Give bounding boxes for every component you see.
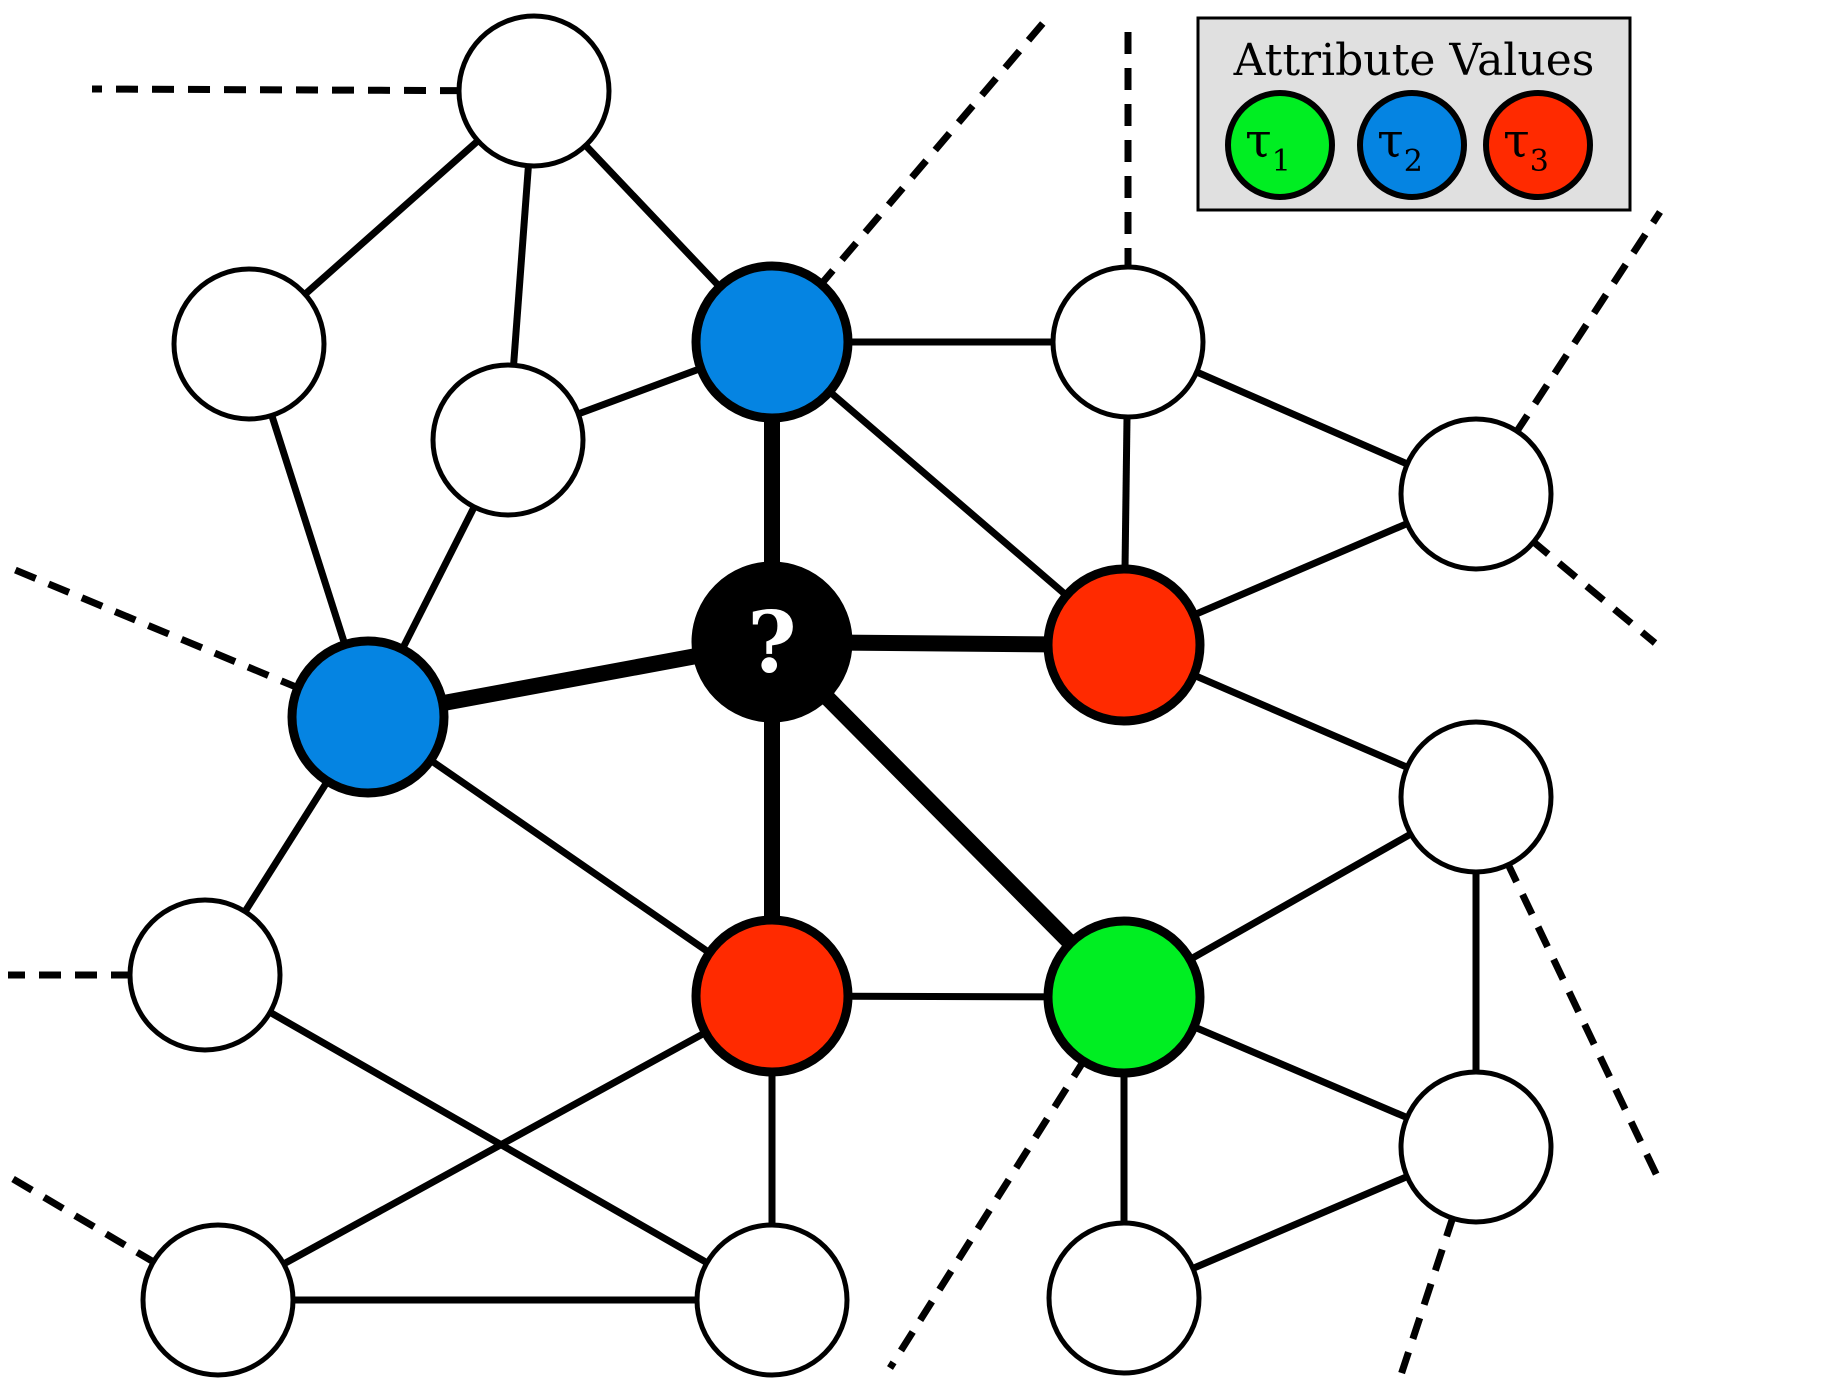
unlabeled-node: [1050, 264, 1206, 420]
legend-label-tau2: τ2: [1377, 113, 1423, 179]
edge: [203, 971, 774, 1304]
unlabeled-node: [430, 362, 586, 518]
query-node-label: ?: [747, 593, 796, 692]
dangling-edge: [6, 563, 370, 721]
node-tau2: [287, 636, 449, 798]
nodes-layer: ?: [127, 13, 1554, 1378]
query-node: [691, 561, 853, 723]
unlabeled-node: [171, 266, 327, 422]
node-tau1: [1043, 916, 1205, 1078]
node-tau2: [691, 261, 853, 423]
legend: Attribute Values τ1 τ2 τ3: [1196, 16, 1632, 212]
edge: [366, 714, 774, 999]
unlabeled-node: [1398, 719, 1554, 875]
node-tau3: [1043, 564, 1205, 726]
unlabeled-node: [1398, 1069, 1554, 1225]
legend-label-tau1: τ1: [1245, 113, 1291, 179]
query-edge: [766, 636, 1130, 1003]
legend-title: Attribute Values: [1233, 35, 1595, 86]
legend-items: τ1 τ2 τ3: [1225, 90, 1593, 200]
legend-label-tau3: τ3: [1503, 113, 1549, 179]
unlabeled-node: [140, 1222, 296, 1378]
unlabeled-node: [456, 13, 612, 169]
edge: [216, 992, 774, 1304]
legend-swatch-tau3: [1483, 90, 1593, 200]
unlabeled-node: [127, 897, 283, 1053]
unlabeled-node: [1046, 1220, 1202, 1376]
legend-swatch-tau1: [1225, 90, 1335, 200]
unlabeled-node: [1398, 416, 1554, 572]
legend-swatch-tau2: [1357, 90, 1467, 200]
node-tau3: [691, 915, 853, 1077]
unlabeled-node: [694, 1222, 850, 1378]
